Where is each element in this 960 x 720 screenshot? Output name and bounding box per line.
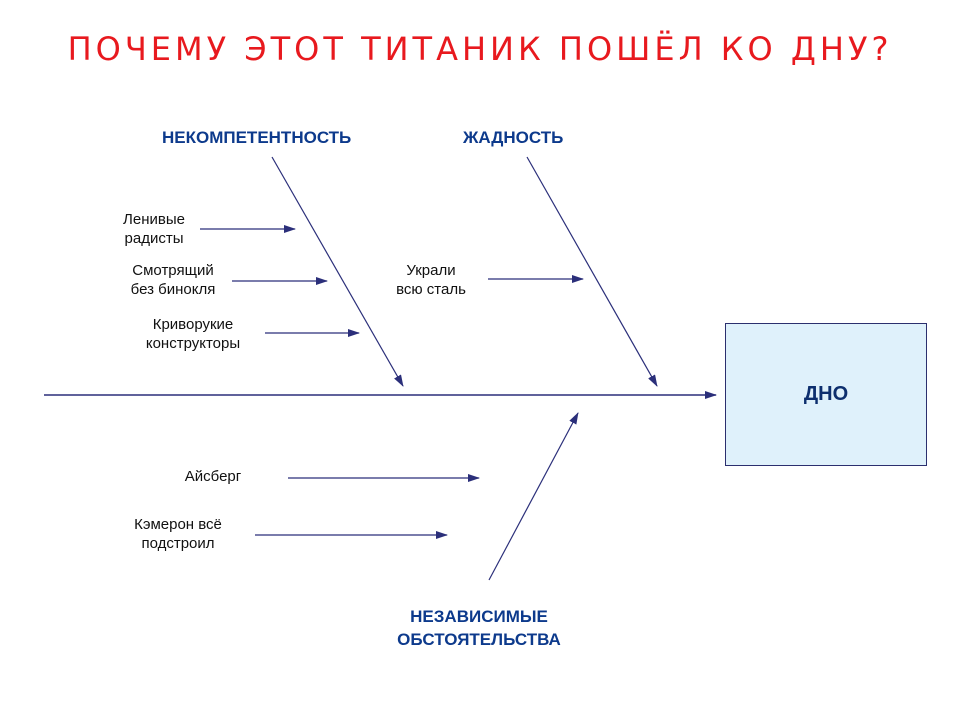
cause-label-lazy-operators: Ленивые радисты: [123, 211, 185, 247]
cause-label-iceberg: Айсберг: [184, 468, 242, 485]
category-label-circumstances: НЕЗАВИСИМЫЕ ОБСТОЯТЕЛЬСТВА: [397, 607, 561, 649]
cause-label-cameron: Кэмерон всё подстроил: [134, 516, 222, 552]
cause-label-stolen-steel: Украли всю сталь: [396, 262, 466, 298]
category-label-incompetence: НЕКОМПЕТЕНТНОСТЬ: [162, 128, 352, 147]
bone-incompetence-arrow: [271, 156, 404, 387]
effect-label: ДНО: [803, 383, 849, 405]
diagram-title: ПОЧЕМУ ЭТОТ ТИТАНИК ПОШЁЛ КО ДНУ?: [67, 30, 893, 68]
bone-greed-arrow: [526, 156, 658, 387]
cause-label-clumsy-designers: Криворукие конструкторы: [145, 316, 241, 352]
effect-box: ДНО: [725, 323, 927, 466]
cause-label-no-binoculars: Смотрящий без бинокля: [130, 262, 216, 298]
category-label-greed: ЖАДНОСТЬ: [463, 128, 564, 147]
bone-circumstances-arrow: [488, 412, 579, 581]
